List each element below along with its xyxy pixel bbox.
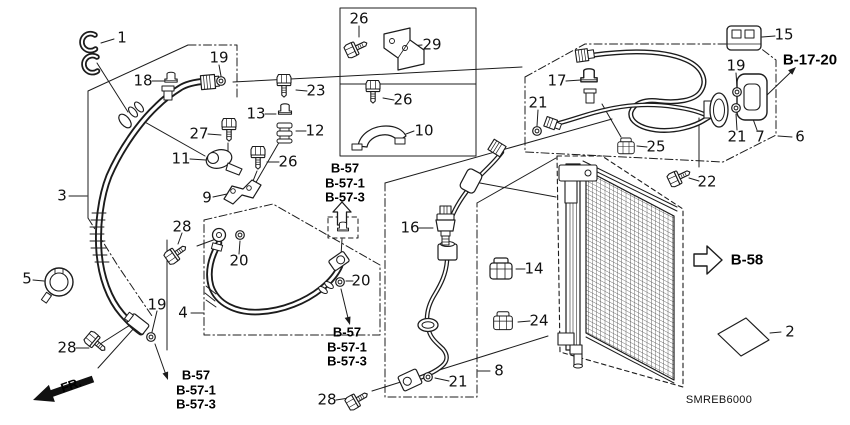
callout-part-3[interactable]: 3 xyxy=(57,186,67,205)
sensor-16 xyxy=(435,205,456,246)
bolt-28c xyxy=(343,387,372,412)
b57-reference-bottom-left[interactable]: B-57 B-57-1 B-57-3 xyxy=(176,368,216,412)
bolt-23 xyxy=(276,73,292,98)
b57-ref-line: B-57-3 xyxy=(325,189,365,205)
callout-part-21b[interactable]: 21 xyxy=(727,127,747,146)
bolt-28a xyxy=(82,329,110,356)
oring-19c xyxy=(732,87,742,97)
callout-part-28b[interactable]: 28 xyxy=(172,217,192,236)
callout-part-14[interactable]: 14 xyxy=(524,259,544,278)
b57-ref-line: B-57-1 xyxy=(327,338,367,354)
oring-20b xyxy=(335,277,345,287)
callout-part-29[interactable]: 29 xyxy=(422,35,442,54)
callout-part-16[interactable]: 16 xyxy=(400,218,420,237)
callout-part-13[interactable]: 13 xyxy=(246,104,266,123)
callout-part-20a[interactable]: 20 xyxy=(229,251,249,270)
callout-part-17[interactable]: 17 xyxy=(547,71,567,90)
callout-part-19a[interactable]: 19 xyxy=(209,48,229,67)
bracket-29 xyxy=(383,27,425,71)
bracket-10 xyxy=(351,125,407,151)
callout-part-10[interactable]: 10 xyxy=(414,121,434,140)
b57-ref-line: B-57-1 xyxy=(325,174,365,190)
nut-13 xyxy=(277,103,293,115)
condenser-illustration xyxy=(557,160,678,384)
oring-21c xyxy=(423,372,433,382)
grommet-15 xyxy=(726,25,762,51)
callout-part-19c[interactable]: 19 xyxy=(726,56,746,75)
callout-part-25[interactable]: 25 xyxy=(646,137,666,156)
diagram-code: SMREB6000 xyxy=(685,394,753,406)
callout-part-9[interactable]: 9 xyxy=(202,188,212,207)
callout-part-22[interactable]: 22 xyxy=(697,172,717,191)
oring-21b xyxy=(731,103,741,113)
callout-part-26a[interactable]: 26 xyxy=(278,152,298,171)
callout-part-12[interactable]: 12 xyxy=(305,121,325,140)
bracket-11 xyxy=(205,149,243,176)
seal-ring-7 xyxy=(736,73,768,121)
b58-arrow-icon xyxy=(693,245,723,275)
bolt-27 xyxy=(221,117,237,142)
callout-part-4[interactable]: 4 xyxy=(178,303,188,322)
callout-part-11[interactable]: 11 xyxy=(171,149,191,168)
callout-part-19b[interactable]: 19 xyxy=(147,295,167,314)
b57-ref-line: B-57-1 xyxy=(176,381,216,397)
oring-19b xyxy=(146,332,156,342)
b57-ref-line: B-57-3 xyxy=(327,353,367,369)
callout-part-21c[interactable]: 21 xyxy=(448,372,468,391)
clip-25 xyxy=(617,137,635,155)
oring-21a xyxy=(532,126,542,136)
callout-part-15[interactable]: 15 xyxy=(774,25,794,44)
sticker-2 xyxy=(717,317,770,357)
callout-part-21a[interactable]: 21 xyxy=(528,93,548,112)
cap-18 xyxy=(164,71,178,83)
clamp-1 xyxy=(79,30,101,76)
callout-part-8[interactable]: 8 xyxy=(494,361,504,380)
callout-part-18[interactable]: 18 xyxy=(133,71,153,90)
callout-part-26c[interactable]: 26 xyxy=(393,90,413,109)
clip-14 xyxy=(489,257,513,280)
b58-reference[interactable]: B-58 xyxy=(730,251,764,269)
b17-20-reference[interactable]: B-17-20 xyxy=(782,51,838,69)
hose-4-illustration xyxy=(204,227,350,316)
bolt-26b xyxy=(342,36,371,60)
callout-part-7[interactable]: 7 xyxy=(755,127,765,146)
nut-in-box xyxy=(337,221,349,232)
bolt-26c xyxy=(365,79,381,104)
bolt-26a xyxy=(250,145,266,170)
oring-20a xyxy=(235,230,245,240)
oring-19a xyxy=(216,76,226,86)
b57-ref-line: B-57 xyxy=(181,367,211,383)
nut-17 xyxy=(580,68,598,83)
callout-part-2[interactable]: 2 xyxy=(785,322,795,341)
callout-part-1[interactable]: 1 xyxy=(117,28,127,47)
callout-part-20b[interactable]: 20 xyxy=(351,271,371,290)
hose-3-illustration xyxy=(89,73,220,336)
bracket-9 xyxy=(223,179,262,205)
mount-12 xyxy=(276,122,293,144)
b57-ref-line: B-57 xyxy=(332,324,362,340)
fr-arrow-icon xyxy=(33,375,95,402)
b57-up-arrow-icon xyxy=(332,201,352,226)
pipe-6-illustration xyxy=(543,25,768,133)
b57-ref-line: B-57 xyxy=(330,160,360,176)
callout-part-28a[interactable]: 28 xyxy=(57,338,77,357)
callout-part-26b[interactable]: 26 xyxy=(349,9,369,28)
callout-part-24[interactable]: 24 xyxy=(529,311,549,330)
b57-ref-line: B-57-3 xyxy=(176,396,216,412)
b57-reference-top[interactable]: B-57 B-57-1 B-57-3 xyxy=(325,161,365,205)
callout-part-5[interactable]: 5 xyxy=(22,269,32,288)
hardware-illustrations xyxy=(40,27,770,412)
bolt-22 xyxy=(665,165,694,189)
callout-part-23[interactable]: 23 xyxy=(306,81,326,100)
b57-reference-middle[interactable]: B-57 B-57-1 B-57-3 xyxy=(327,325,367,369)
callout-part-28c[interactable]: 28 xyxy=(317,390,337,409)
callout-part-6[interactable]: 6 xyxy=(795,127,805,146)
clip-24 xyxy=(493,311,513,331)
clamp-5 xyxy=(40,267,74,304)
callout-part-27[interactable]: 27 xyxy=(189,124,209,143)
